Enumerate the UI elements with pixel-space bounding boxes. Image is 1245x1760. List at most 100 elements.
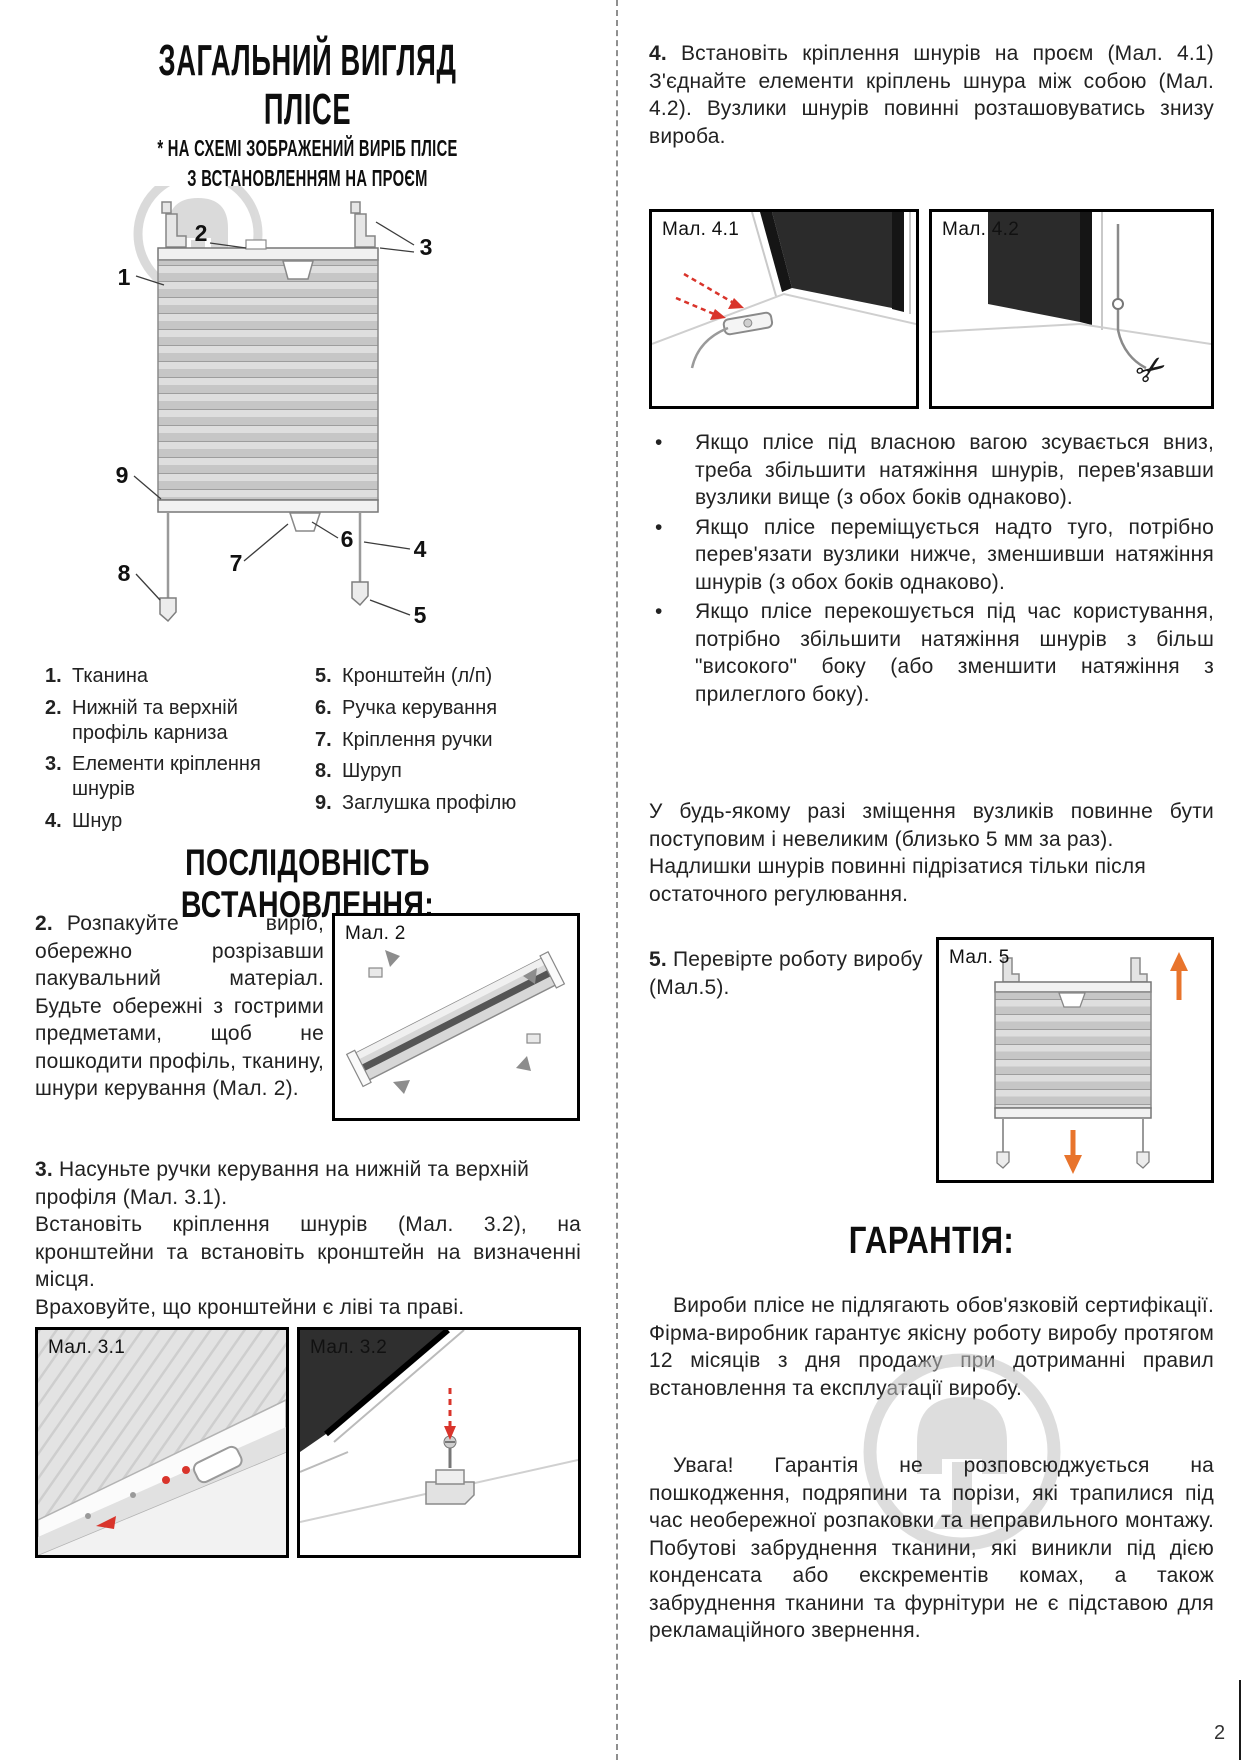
step-2-text: Розпакуйте виріб, обережно розрізавши па… bbox=[35, 912, 324, 1100]
screw-icon bbox=[443, 1435, 457, 1468]
legend-item: 2. Нижній та верхній профіль карниза bbox=[45, 696, 315, 746]
legend-column-2: 5. Кронштейн (л/п) 6. Ручка керування 7.… bbox=[315, 664, 582, 841]
figure-3-2: Мал. 3.2 bbox=[297, 1327, 581, 1558]
frame-line bbox=[751, 212, 777, 297]
bottom-rail bbox=[994, 1107, 1152, 1119]
legend-text: Нижній та верхній профіль карниза bbox=[72, 696, 238, 744]
legend-item: 6. Ручка керування bbox=[315, 696, 582, 721]
legend-text: Тканина bbox=[72, 665, 149, 687]
cords bbox=[166, 512, 362, 598]
glass-edge bbox=[324, 1330, 450, 1437]
callout-5: 5 bbox=[414, 602, 427, 628]
legend-text: Шнур bbox=[72, 809, 123, 832]
warranty-heading: ГАРАНТІЯ: bbox=[848, 1220, 1015, 1262]
callout-6: 6 bbox=[341, 526, 354, 552]
install-sequence-heading: ПОСЛІДОВНІСТЬ ВСТАНОВЛЕННЯ: bbox=[180, 842, 435, 925]
legend-text: Кріплення ручки bbox=[342, 728, 493, 751]
legend-text: Кронштейн (л/п) bbox=[342, 665, 493, 687]
figure-5-drawing bbox=[939, 940, 1211, 1180]
warranty-paragraph-2: Увага! Гарантія не розповсюджується на п… bbox=[649, 1454, 1214, 1642]
mounting-hooks bbox=[1002, 957, 1148, 983]
figure-4-2: Мал. 4.2 ✂ bbox=[929, 209, 1214, 409]
figure-3-2-label: Мал. 3.2 bbox=[310, 1337, 388, 1358]
cord bbox=[690, 326, 729, 369]
step-5-paragraph: 5. Перевірте роботу виробу (Мал.5). bbox=[649, 946, 929, 1001]
top-rail bbox=[994, 981, 1152, 993]
callout-4: 4 bbox=[414, 536, 427, 562]
page-number: 2 bbox=[1214, 1722, 1226, 1744]
movement-arrows-icon bbox=[1064, 952, 1188, 1174]
legend-item: 1. Тканина bbox=[45, 664, 315, 689]
figure-3-1-drawing bbox=[38, 1330, 286, 1555]
step-3-paragraph: 3. Насуньте ручки керування на нижній та… bbox=[35, 1156, 581, 1321]
cords bbox=[1002, 1118, 1144, 1152]
step-2-number: 2. bbox=[35, 912, 53, 935]
page-title: ЗАГАЛЬНИЙ ВИГЛЯД ПЛІСЕ bbox=[139, 36, 477, 135]
glass-frame bbox=[760, 212, 792, 292]
legend-num: 6. bbox=[315, 696, 332, 719]
legend-item: 7. Кріплення ручки bbox=[315, 728, 582, 753]
handle-clip bbox=[192, 1445, 243, 1484]
figure-4-1-drawing bbox=[652, 212, 916, 406]
step-2-paragraph: 2.Розпакуйте виріб, обережно розрізавши … bbox=[35, 910, 324, 1103]
sill-edge bbox=[932, 322, 1211, 345]
cord-with-knot bbox=[1112, 224, 1147, 370]
step-4-number: 4. bbox=[649, 42, 667, 65]
legend-item: 9. Заглушка профілю bbox=[315, 791, 582, 816]
bullet-icon: • bbox=[655, 515, 663, 539]
page-title-line1: ЗАГАЛЬНИЙ ВИГЛЯД bbox=[158, 36, 457, 85]
brand-watermark-icon bbox=[842, 1340, 1082, 1600]
figure-3-2-drawing bbox=[300, 1330, 578, 1555]
small-clips bbox=[368, 967, 541, 1044]
figure-2: Мал. 2 bbox=[332, 913, 580, 1121]
bullet-text: Якщо плісе перекошується під час користу… bbox=[695, 600, 1214, 706]
sill-edge bbox=[652, 292, 916, 345]
legend-num: 2. bbox=[45, 696, 62, 719]
legend-num: 3. bbox=[45, 753, 62, 776]
legend-num: 5. bbox=[315, 665, 332, 687]
figure-4-1: Мал. 4.1 bbox=[649, 209, 919, 409]
legend-text: Елементи кріплення шнурів bbox=[72, 753, 261, 801]
blind-overview-diagram: 1 2 3 4 5 6 7 8 9 bbox=[58, 169, 520, 660]
bottom-profile-rail bbox=[157, 499, 379, 513]
top-handle bbox=[282, 260, 314, 280]
bullet-icon: • bbox=[655, 600, 663, 623]
figure-4-2-drawing: ✂ bbox=[932, 212, 1211, 406]
step-5-number: 5. bbox=[649, 948, 667, 971]
legend-item: 4. Шнур bbox=[45, 809, 315, 834]
glass-frame bbox=[1080, 212, 1092, 325]
bullet-item: • Якщо плісе під власною вагою зсуваєтьс… bbox=[649, 429, 1214, 512]
callout-8: 8 bbox=[118, 560, 131, 586]
page-subtitle: * НА СХЕМІ ЗОБРАЖЕНИЙ ВИРІБ ПЛІСЕ З ВСТА… bbox=[133, 134, 482, 194]
window-glass bbox=[988, 212, 1080, 322]
step-3-text1: Насуньте ручки керування на нижній та ве… bbox=[35, 1158, 530, 1209]
note-line2: Надлишки шнурів повинні підрізатися тіль… bbox=[649, 855, 1146, 906]
step-3-number: 3. bbox=[35, 1158, 53, 1181]
bottom-handle bbox=[288, 512, 322, 532]
page-subtitle-line1: * НА СХЕМІ ЗОБРАЖЕНИЙ ВИРІБ ПЛІСЕ bbox=[157, 135, 458, 161]
bracket bbox=[425, 1469, 475, 1505]
adjustment-note: У будь-якому разі зміщення вузликів пови… bbox=[649, 798, 1214, 908]
packed-blind-bundle bbox=[345, 950, 566, 1088]
red-markers bbox=[96, 1466, 190, 1529]
step-3-text3: Враховуйте, що кронштейни є ліві та прав… bbox=[35, 1295, 465, 1319]
legend-item: 8. Шуруп bbox=[315, 759, 582, 784]
legend-text: Заглушка профілю bbox=[342, 792, 517, 815]
cord-clips bbox=[159, 581, 369, 623]
figure-3-1: Мал. 3.1 bbox=[35, 1327, 289, 1558]
top-profile-rail bbox=[157, 247, 379, 261]
callout-7: 7 bbox=[230, 550, 243, 576]
rail-hole bbox=[85, 1513, 91, 1519]
page-edge-line bbox=[1239, 1680, 1241, 1760]
figure-4-1-label: Мал. 4.1 bbox=[662, 219, 740, 240]
step-4-paragraph: 4. Встановіть кріплення шнурів на проєм … bbox=[649, 40, 1214, 150]
frame-line bbox=[333, 1330, 465, 1443]
mounting-brackets bbox=[161, 201, 376, 248]
figure-2-label: Мал. 2 bbox=[345, 923, 406, 944]
step-3-text2: Встановіть кріплення шнурів (Мал. 3.2), … bbox=[35, 1213, 581, 1291]
bullet-item: • Якщо плісе перекошується під час корис… bbox=[649, 598, 1214, 708]
fabric-texture bbox=[38, 1330, 286, 1520]
legend-num: 1. bbox=[45, 665, 62, 687]
callout-2: 2 bbox=[195, 220, 208, 246]
note-line1: У будь-якому разі зміщення вузликів пови… bbox=[649, 800, 1214, 851]
